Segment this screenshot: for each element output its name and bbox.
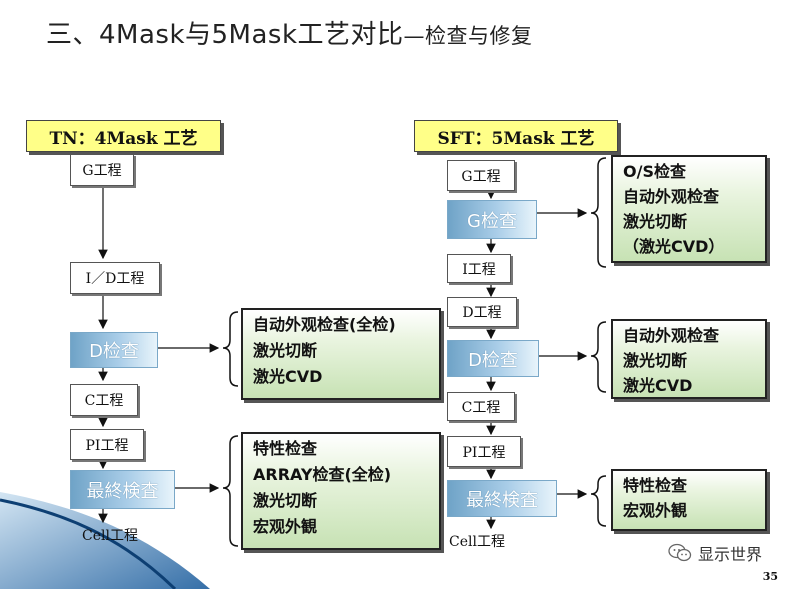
tn-final-result-item: 宏观外観 bbox=[253, 517, 318, 536]
tn-header: TN：4Mask 工艺 bbox=[26, 120, 221, 152]
brace-tn-final bbox=[222, 435, 239, 547]
sft-d-result-item: 自动外观检查 bbox=[623, 326, 720, 345]
tn-d-result-box: 自动外观检查(全检) 激光切断 激光CVD bbox=[241, 308, 441, 400]
watermark: 显示世界 bbox=[668, 541, 762, 565]
tn-d-result-item: 激光CVD bbox=[253, 367, 323, 386]
tn-step-pi: PI工程 bbox=[70, 429, 144, 460]
sft-step-pi: PI工程 bbox=[447, 436, 521, 467]
sft-d-result-box: 自动外观检查 激光切断 激光CVD bbox=[611, 319, 767, 399]
brace-sft-final bbox=[590, 475, 607, 527]
sft-g-result-item: （激光CVD） bbox=[623, 237, 725, 256]
sft-step-c: C工程 bbox=[447, 392, 515, 421]
sft-step-d: D工程 bbox=[447, 297, 517, 327]
page-title: 三、4Mask与5Mask工艺对比—检查与修复 bbox=[46, 14, 533, 51]
sft-g-result-box: O/S检查 自动外观检查 激光切断 （激光CVD） bbox=[611, 155, 767, 263]
sft-header: SFT：5Mask 工艺 bbox=[414, 120, 618, 152]
sft-d-result-item: 激光CVD bbox=[623, 376, 693, 395]
tn-d-result-item: 激光切断 bbox=[253, 341, 318, 360]
sft-final-result-box: 特性检查 宏观外観 bbox=[611, 469, 767, 531]
tn-final-result-item: 激光切断 bbox=[253, 491, 318, 510]
sft-step-g: G工程 bbox=[447, 160, 515, 191]
wechat-icon bbox=[668, 543, 692, 562]
sft-g-result-item: O/S检查 bbox=[623, 162, 686, 181]
sft-g-result-item: 自动外观检查 bbox=[623, 187, 720, 206]
tn-d-inspection: D检查 bbox=[70, 332, 158, 368]
tn-d-result-item: 自动外观检查(全检) bbox=[253, 315, 396, 334]
title-sub: —检查与修复 bbox=[403, 24, 533, 48]
sft-d-result-item: 激光切断 bbox=[623, 351, 688, 370]
decor-swoosh bbox=[0, 492, 210, 589]
sft-g-result-item: 激光切断 bbox=[623, 212, 688, 231]
tn-step-c: C工程 bbox=[70, 384, 138, 416]
watermark-text: 显示世界 bbox=[698, 545, 763, 564]
sft-step-i: I工程 bbox=[447, 254, 511, 283]
tn-final-result-box: 特性检查 ARRAY检查(全检) 激光切断 宏观外観 bbox=[241, 432, 441, 550]
tn-final-result-item: ARRAY检查(全检) bbox=[253, 465, 392, 484]
tn-step-id: I／D工程 bbox=[70, 262, 160, 294]
sft-final-result-item: 宏观外観 bbox=[623, 501, 688, 520]
decor-swoosh-stroke bbox=[0, 498, 177, 589]
page-number: 35 bbox=[762, 570, 778, 583]
sft-g-inspection: G检查 bbox=[447, 200, 537, 239]
brace-sft-d bbox=[590, 321, 607, 393]
tn-step-cell: Cell工程 bbox=[82, 528, 138, 544]
sft-final-inspection: 最終検査 bbox=[447, 480, 557, 517]
sft-d-inspection: D检查 bbox=[447, 340, 539, 377]
tn-final-result-item: 特性检查 bbox=[253, 439, 318, 458]
tn-final-inspection: 最終検査 bbox=[70, 470, 175, 509]
brace-sft-g bbox=[590, 157, 607, 268]
sft-final-result-item: 特性检查 bbox=[623, 476, 688, 495]
brace-tn-d bbox=[222, 311, 239, 387]
sft-step-cell: Cell工程 bbox=[449, 534, 505, 550]
title-main: 三、4Mask与5Mask工艺对比 bbox=[46, 20, 404, 50]
tn-step-g: G工程 bbox=[70, 154, 134, 186]
